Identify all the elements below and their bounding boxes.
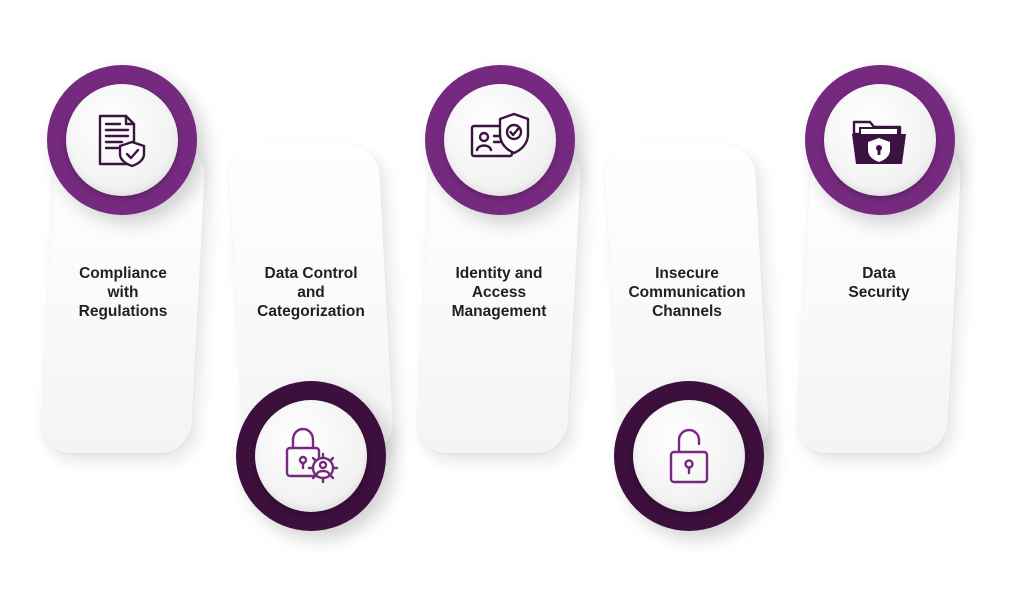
step-1-line-2: with xyxy=(107,284,139,301)
step-2-line-2: and xyxy=(297,284,325,301)
lock-gear-icon xyxy=(285,427,339,484)
step-4-line-1: Insecure xyxy=(655,265,719,282)
step-2-line-1: Data Control xyxy=(264,265,358,282)
step-4-line-2: Communication xyxy=(628,284,746,301)
step-1-line-1: Compliance xyxy=(79,265,167,282)
step-2-line-3: Categorization xyxy=(257,303,365,320)
folder-shield-icon xyxy=(852,120,906,164)
step-1-badge-inner xyxy=(66,84,178,196)
step-5-label: Data Security xyxy=(794,264,964,302)
step-3-badge xyxy=(425,65,575,215)
id-card-shield-icon xyxy=(470,112,530,158)
step-5-line-2: Security xyxy=(848,284,910,301)
step-3-line-3: Management xyxy=(451,303,547,320)
step-2-badge-inner xyxy=(255,400,367,512)
step-3-line-2: Access xyxy=(471,284,527,301)
step-1-badge xyxy=(47,65,197,215)
open-padlock-icon xyxy=(669,428,709,484)
step-4-line-3: Channels xyxy=(652,303,722,320)
step-3-line-1: Identity and xyxy=(455,265,543,282)
step-5-line-1: Data xyxy=(862,265,896,282)
step-5-badge-inner xyxy=(824,84,936,196)
step-2-label: Data Control and Categorization xyxy=(226,264,396,321)
step-4-badge xyxy=(614,381,764,531)
step-3-label: Identity and Access Management xyxy=(414,264,584,321)
document-shield-icon xyxy=(98,114,146,168)
step-5-badge xyxy=(805,65,955,215)
step-1-line-3: Regulations xyxy=(78,303,168,320)
step-2-badge xyxy=(236,381,386,531)
step-4-badge-inner xyxy=(633,400,745,512)
step-3-badge-inner xyxy=(444,84,556,196)
step-4-label: Insecure Communication Channels xyxy=(602,264,772,321)
step-1-label: Compliance with Regulations xyxy=(38,264,208,321)
